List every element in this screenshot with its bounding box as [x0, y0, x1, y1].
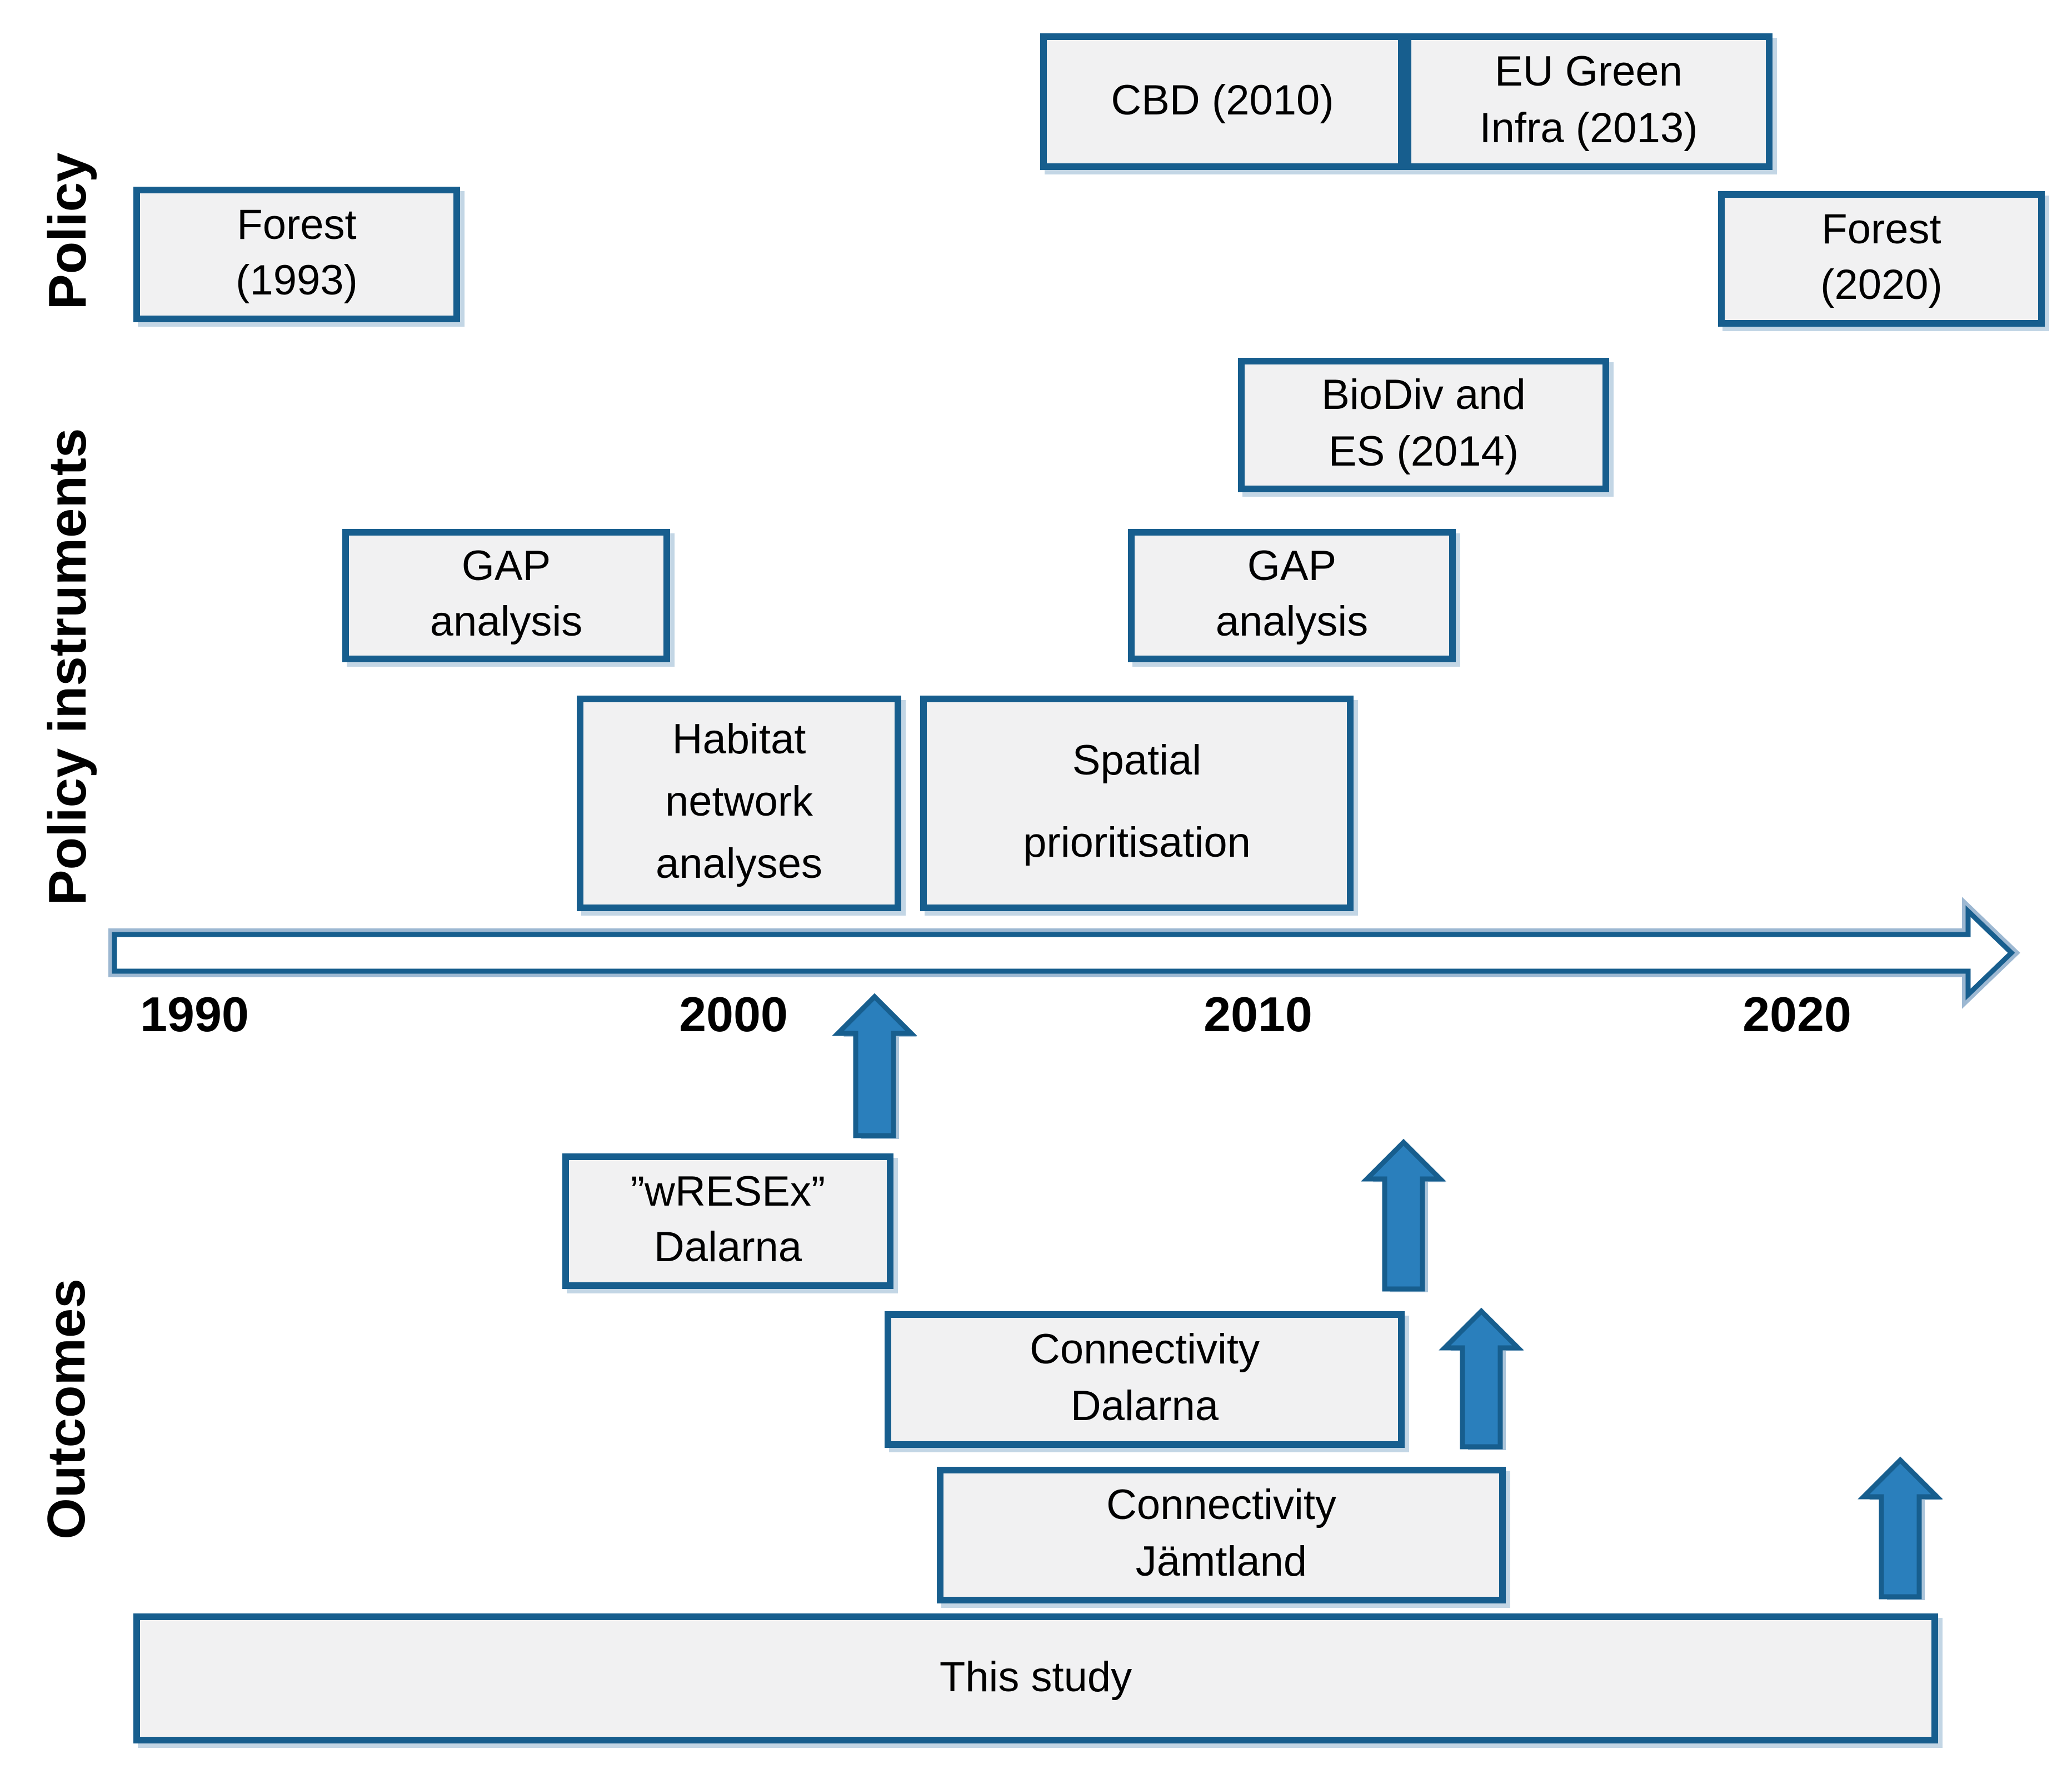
box-cbd-2010: CBD (2010) [1040, 33, 1405, 170]
up-arrow-4-icon [1858, 1456, 1943, 1600]
box-text-line: Infra (2013) [1479, 106, 1698, 153]
box-wresex-dalarna: ”wRESEx” Dalarna [562, 1153, 893, 1289]
up-arrow-3-icon [1439, 1307, 1524, 1450]
box-text-line: GAP [461, 543, 551, 591]
box-text-line: Forest [1821, 206, 1941, 253]
box-connectivity-dalarna: Connectivity Dalarna [885, 1311, 1405, 1448]
timeline-tick-2020: 2020 [1743, 988, 1851, 1042]
row-label-policy: Policy [39, 152, 98, 310]
box-gap-analysis-right: GAP analysis [1128, 529, 1456, 662]
box-text-line: Connectivity [1106, 1482, 1336, 1530]
box-connectivity-jamtland: Connectivity Jämtland [937, 1467, 1506, 1603]
timeline-tick-2010: 2010 [1204, 988, 1312, 1042]
timeline-tick-2000: 2000 [679, 988, 788, 1042]
box-text-line: (1993) [236, 258, 358, 305]
box-text-line: This study [939, 1654, 1132, 1701]
box-text-line: Connectivity [1030, 1327, 1260, 1374]
box-habitat-network-analyses: Habitat network analyses [577, 696, 901, 911]
row-label-outcomes: Outcomes [38, 1278, 97, 1540]
box-text-line: analysis [1215, 599, 1369, 646]
timeline-arrow-icon [108, 897, 2020, 1009]
box-this-study: This study [133, 1613, 1938, 1743]
box-text-line: Habitat [672, 717, 806, 764]
box-text-line: network [665, 779, 813, 826]
box-forest-2020: Forest (2020) [1718, 191, 2045, 327]
box-eu-green-infra-2013: EU Green Infra (2013) [1405, 33, 1773, 170]
up-arrow-1-icon [832, 993, 917, 1139]
box-text-line: ES (2014) [1328, 428, 1519, 476]
box-text-line: (2020) [1820, 262, 1943, 309]
box-text-line: Spatial [1072, 737, 1202, 784]
box-forest-1993: Forest (1993) [133, 187, 460, 322]
box-text-line: analyses [656, 841, 822, 888]
box-text-line: Dalarna [653, 1225, 802, 1272]
box-text-line: GAP [1247, 543, 1337, 591]
box-biodiv-es-2014: BioDiv and ES (2014) [1238, 358, 1609, 492]
timeline-tick-1990: 1990 [140, 988, 249, 1042]
row-label-policy-instruments: Policy instruments [39, 428, 98, 906]
box-spatial-prioritisation: Spatial prioritisation [920, 696, 1354, 911]
box-text-line: ”wRESEx” [630, 1168, 826, 1216]
box-gap-analysis-left: GAP analysis [342, 529, 670, 662]
box-text-line: Forest [237, 202, 357, 249]
box-text-line: EU Green [1495, 49, 1682, 96]
up-arrow-2-icon [1361, 1138, 1446, 1292]
box-text-line: analysis [430, 599, 583, 646]
box-text-line: BioDiv and [1321, 372, 1526, 419]
box-text-line: Dalarna [1070, 1383, 1219, 1431]
box-text-line: Jämtland [1135, 1539, 1307, 1586]
box-text-line: prioritisation [1023, 820, 1251, 867]
box-text-line: CBD (2010) [1111, 77, 1334, 124]
